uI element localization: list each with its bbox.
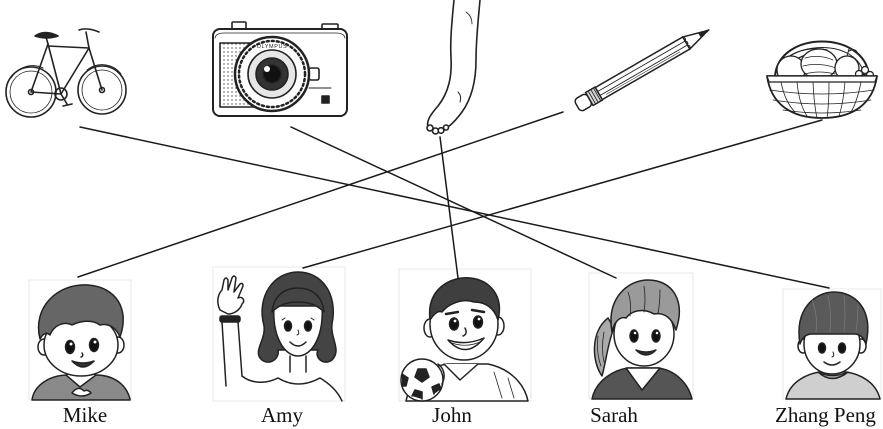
waving-hand	[217, 275, 245, 387]
name-label-sarah: Sarah	[590, 403, 638, 427]
foot-drawing	[426, 0, 481, 135]
bicycle-frame	[10, 28, 122, 107]
ponytail	[593, 317, 615, 377]
boy-portrait-icon	[28, 279, 132, 401]
sarah-portrait	[588, 272, 694, 400]
pencil-drawing	[574, 29, 710, 112]
match-line-camera-to-sarah	[290, 126, 617, 279]
jacket	[591, 367, 693, 400]
john-portrait	[398, 268, 532, 402]
basket-weave	[766, 75, 878, 119]
girl-ponytail-portrait-icon	[588, 272, 694, 400]
girl-waving-portrait-icon	[212, 266, 346, 402]
pencil-icon	[568, 22, 718, 114]
camera-icon: OLYMPUS	[210, 18, 350, 120]
name-label-amy: Amy	[261, 403, 303, 427]
boy-sweater-portrait-icon	[782, 288, 882, 400]
foot-icon	[416, 0, 486, 137]
head	[610, 279, 681, 367]
mike-portrait	[28, 279, 132, 401]
zhang-peng-portrait	[782, 288, 882, 400]
match-line-foot-to-john	[439, 136, 459, 279]
head	[423, 277, 505, 361]
toes	[426, 124, 450, 135]
camera-drawing: OLYMPUS	[212, 21, 348, 117]
bicycle-icon	[3, 12, 128, 124]
pencil-body	[574, 29, 710, 112]
boy-with-football-portrait-icon	[398, 268, 532, 402]
head	[257, 271, 337, 363]
football	[400, 358, 445, 402]
fruit-basket-icon	[761, 24, 883, 122]
leg-outline	[426, 0, 481, 129]
fruit-basket-drawing	[766, 40, 878, 119]
shoulders	[241, 355, 343, 402]
match-line-bicycle-to-zhang-peng	[79, 126, 830, 289]
match-line-fruit-basket-to-amy	[302, 119, 823, 269]
camera-brand-logo: OLYMPUS	[257, 44, 288, 50]
bicycle-drawing	[5, 28, 127, 118]
camera-lens	[233, 35, 311, 113]
amy-portrait	[212, 266, 346, 402]
sweater	[785, 371, 881, 400]
head	[797, 291, 869, 375]
name-label-john: John	[432, 403, 472, 427]
head	[37, 284, 125, 377]
match-line-pencil-to-mike	[77, 111, 564, 278]
shirt	[31, 374, 131, 401]
name-label-mike: Mike	[62, 403, 108, 427]
name-label-zhang-peng: Zhang Peng	[775, 403, 876, 427]
